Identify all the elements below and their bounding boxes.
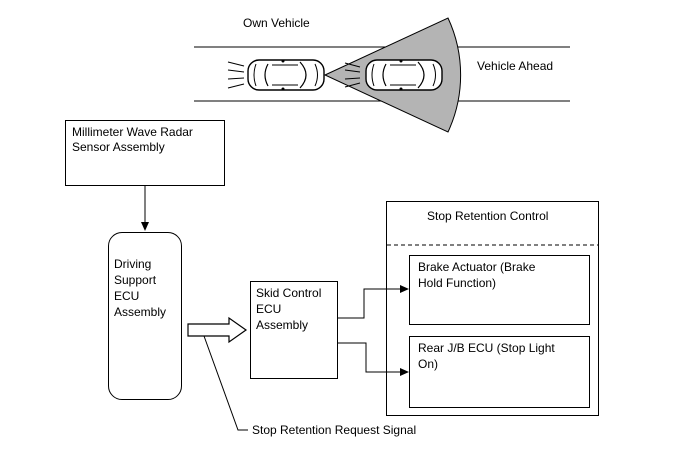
driving-support-label-line3: ECU [114,289,140,303]
vehicle-ahead-label: Vehicle Ahead [477,59,554,73]
own-vehicle-light-lines [227,61,245,89]
arrow-radar-to-ecu-head [141,222,149,231]
vehicle-ahead-light-lines [344,62,361,88]
request-signal-label: Stop Retention Request Signal [252,423,417,437]
skid-control-label-line3: Assembly [256,318,309,332]
skid-control-ecu-box: Skid Control ECU Assembly [250,281,338,379]
arrow-skid-to-brake-head [400,285,409,293]
skid-control-label-line1: Skid Control [256,286,322,300]
hollow-arrow-request [187,316,248,344]
brake-actuator-label-line2: Hold Function) [418,276,497,290]
driving-support-label-line1: Driving [114,257,152,271]
driving-support-label-line2: Support [114,273,157,287]
own-vehicle-car-icon [247,59,325,91]
request-signal-leader [203,335,248,431]
arrow-skid-to-rearjb-head [400,368,409,376]
arrow-skid-to-brake [337,288,400,319]
brake-actuator-label-line1: Brake Actuator (Brake [418,260,536,274]
arrow-skid-to-rearjb [337,342,400,373]
stop-retention-control-box: Stop Retention Control [386,201,599,416]
rear-jb-ecu-label-line1: Rear J/B ECU (Stop Light [418,341,555,355]
vehicle-ahead-car-icon [365,59,443,91]
own-vehicle-label: Own Vehicle [243,16,310,30]
stop-retention-control-title: Stop Retention Control [427,209,549,223]
driving-support-label-line4: Assembly [114,305,167,319]
radar-sensor-label-line2: Sensor Assembly [72,140,165,154]
rear-jb-ecu-label-line2: On) [418,357,439,371]
skid-control-label-line2: ECU [256,302,282,316]
driving-support-ecu-box: Driving Support ECU Assembly [108,232,182,400]
radar-sensor-label-line1: Millimeter Wave Radar [72,125,193,139]
radar-sensor-box: Millimeter Wave Radar Sensor Assembly [65,120,225,186]
brake-actuator-box: Brake Actuator (Brake Hold Function) [409,255,590,325]
rear-jb-ecu-box: Rear J/B ECU (Stop Light On) [409,336,590,408]
